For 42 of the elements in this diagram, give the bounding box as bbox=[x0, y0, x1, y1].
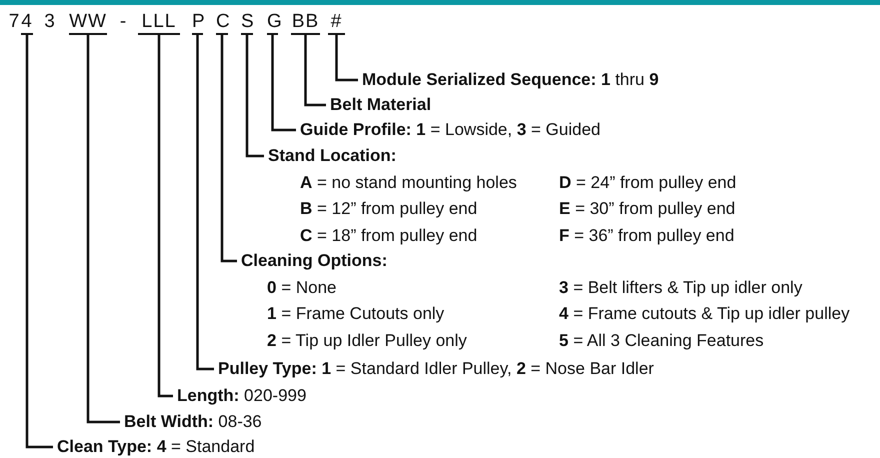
code-character: - bbox=[118, 11, 128, 33]
code-segment: G bbox=[267, 11, 278, 35]
code-segment: LLL bbox=[138, 11, 180, 35]
leader-line bbox=[86, 35, 120, 424]
option-value: A = no stand mounting holes bbox=[300, 172, 517, 192]
code-character: 7 bbox=[8, 11, 20, 33]
option-value: 4 = Frame cutouts & Tip up idler pulley bbox=[559, 304, 850, 324]
option-value: 1 = Frame Cutouts only bbox=[267, 304, 444, 324]
option-value: 3 = Belt lifters & Tip up idler only bbox=[559, 278, 802, 298]
code-segment: S bbox=[241, 11, 253, 35]
option-value: C = 18” from pulley end bbox=[300, 226, 478, 246]
option-heading: Cleaning Options: bbox=[241, 251, 388, 271]
option-value: F = 36” from pulley end bbox=[559, 226, 734, 246]
code-segment: WW bbox=[69, 11, 107, 35]
leader-line bbox=[335, 35, 358, 82]
option-value: 0 = None bbox=[267, 278, 336, 298]
leader-line bbox=[196, 35, 214, 370]
leader-line bbox=[220, 35, 237, 262]
code-segment: 4 bbox=[21, 11, 33, 35]
code-character: 3 bbox=[44, 11, 55, 33]
code-description: Belt Width: 08-36 bbox=[124, 412, 262, 432]
leader-line bbox=[271, 35, 296, 132]
code-description: Clean Type: 4 = Standard bbox=[57, 437, 255, 457]
option-value: B = 12” from pulley end bbox=[300, 199, 478, 219]
option-heading: Stand Location: bbox=[268, 146, 396, 166]
option-value: 5 = All 3 Cleaning Features bbox=[559, 330, 764, 350]
code-description: Guide Profile: 1 = Lowside, 3 = Guided bbox=[300, 120, 601, 140]
leader-line bbox=[246, 35, 264, 158]
leader-line bbox=[26, 35, 53, 448]
code-description: Pulley Type: 1 = Standard Idler Pulley, 2 = Nose Bar Idler bbox=[218, 359, 654, 379]
code-description: Module Serialized Sequence: 1 thru 9 bbox=[362, 70, 659, 90]
option-value: E = 30” from pulley end bbox=[559, 199, 736, 219]
code-segment: # bbox=[328, 11, 345, 35]
code-segment: C bbox=[216, 11, 228, 35]
code-description: Length: 020-999 bbox=[177, 386, 306, 406]
leader-line bbox=[158, 35, 173, 398]
option-value: 2 = Tip up Idler Pulley only bbox=[267, 330, 467, 350]
leader-line bbox=[304, 35, 326, 106]
code-segment: P bbox=[192, 11, 203, 35]
code-segment: BB bbox=[291, 11, 320, 35]
code-description: Belt Material bbox=[330, 95, 432, 115]
option-value: D = 24” from pulley end bbox=[559, 172, 736, 192]
